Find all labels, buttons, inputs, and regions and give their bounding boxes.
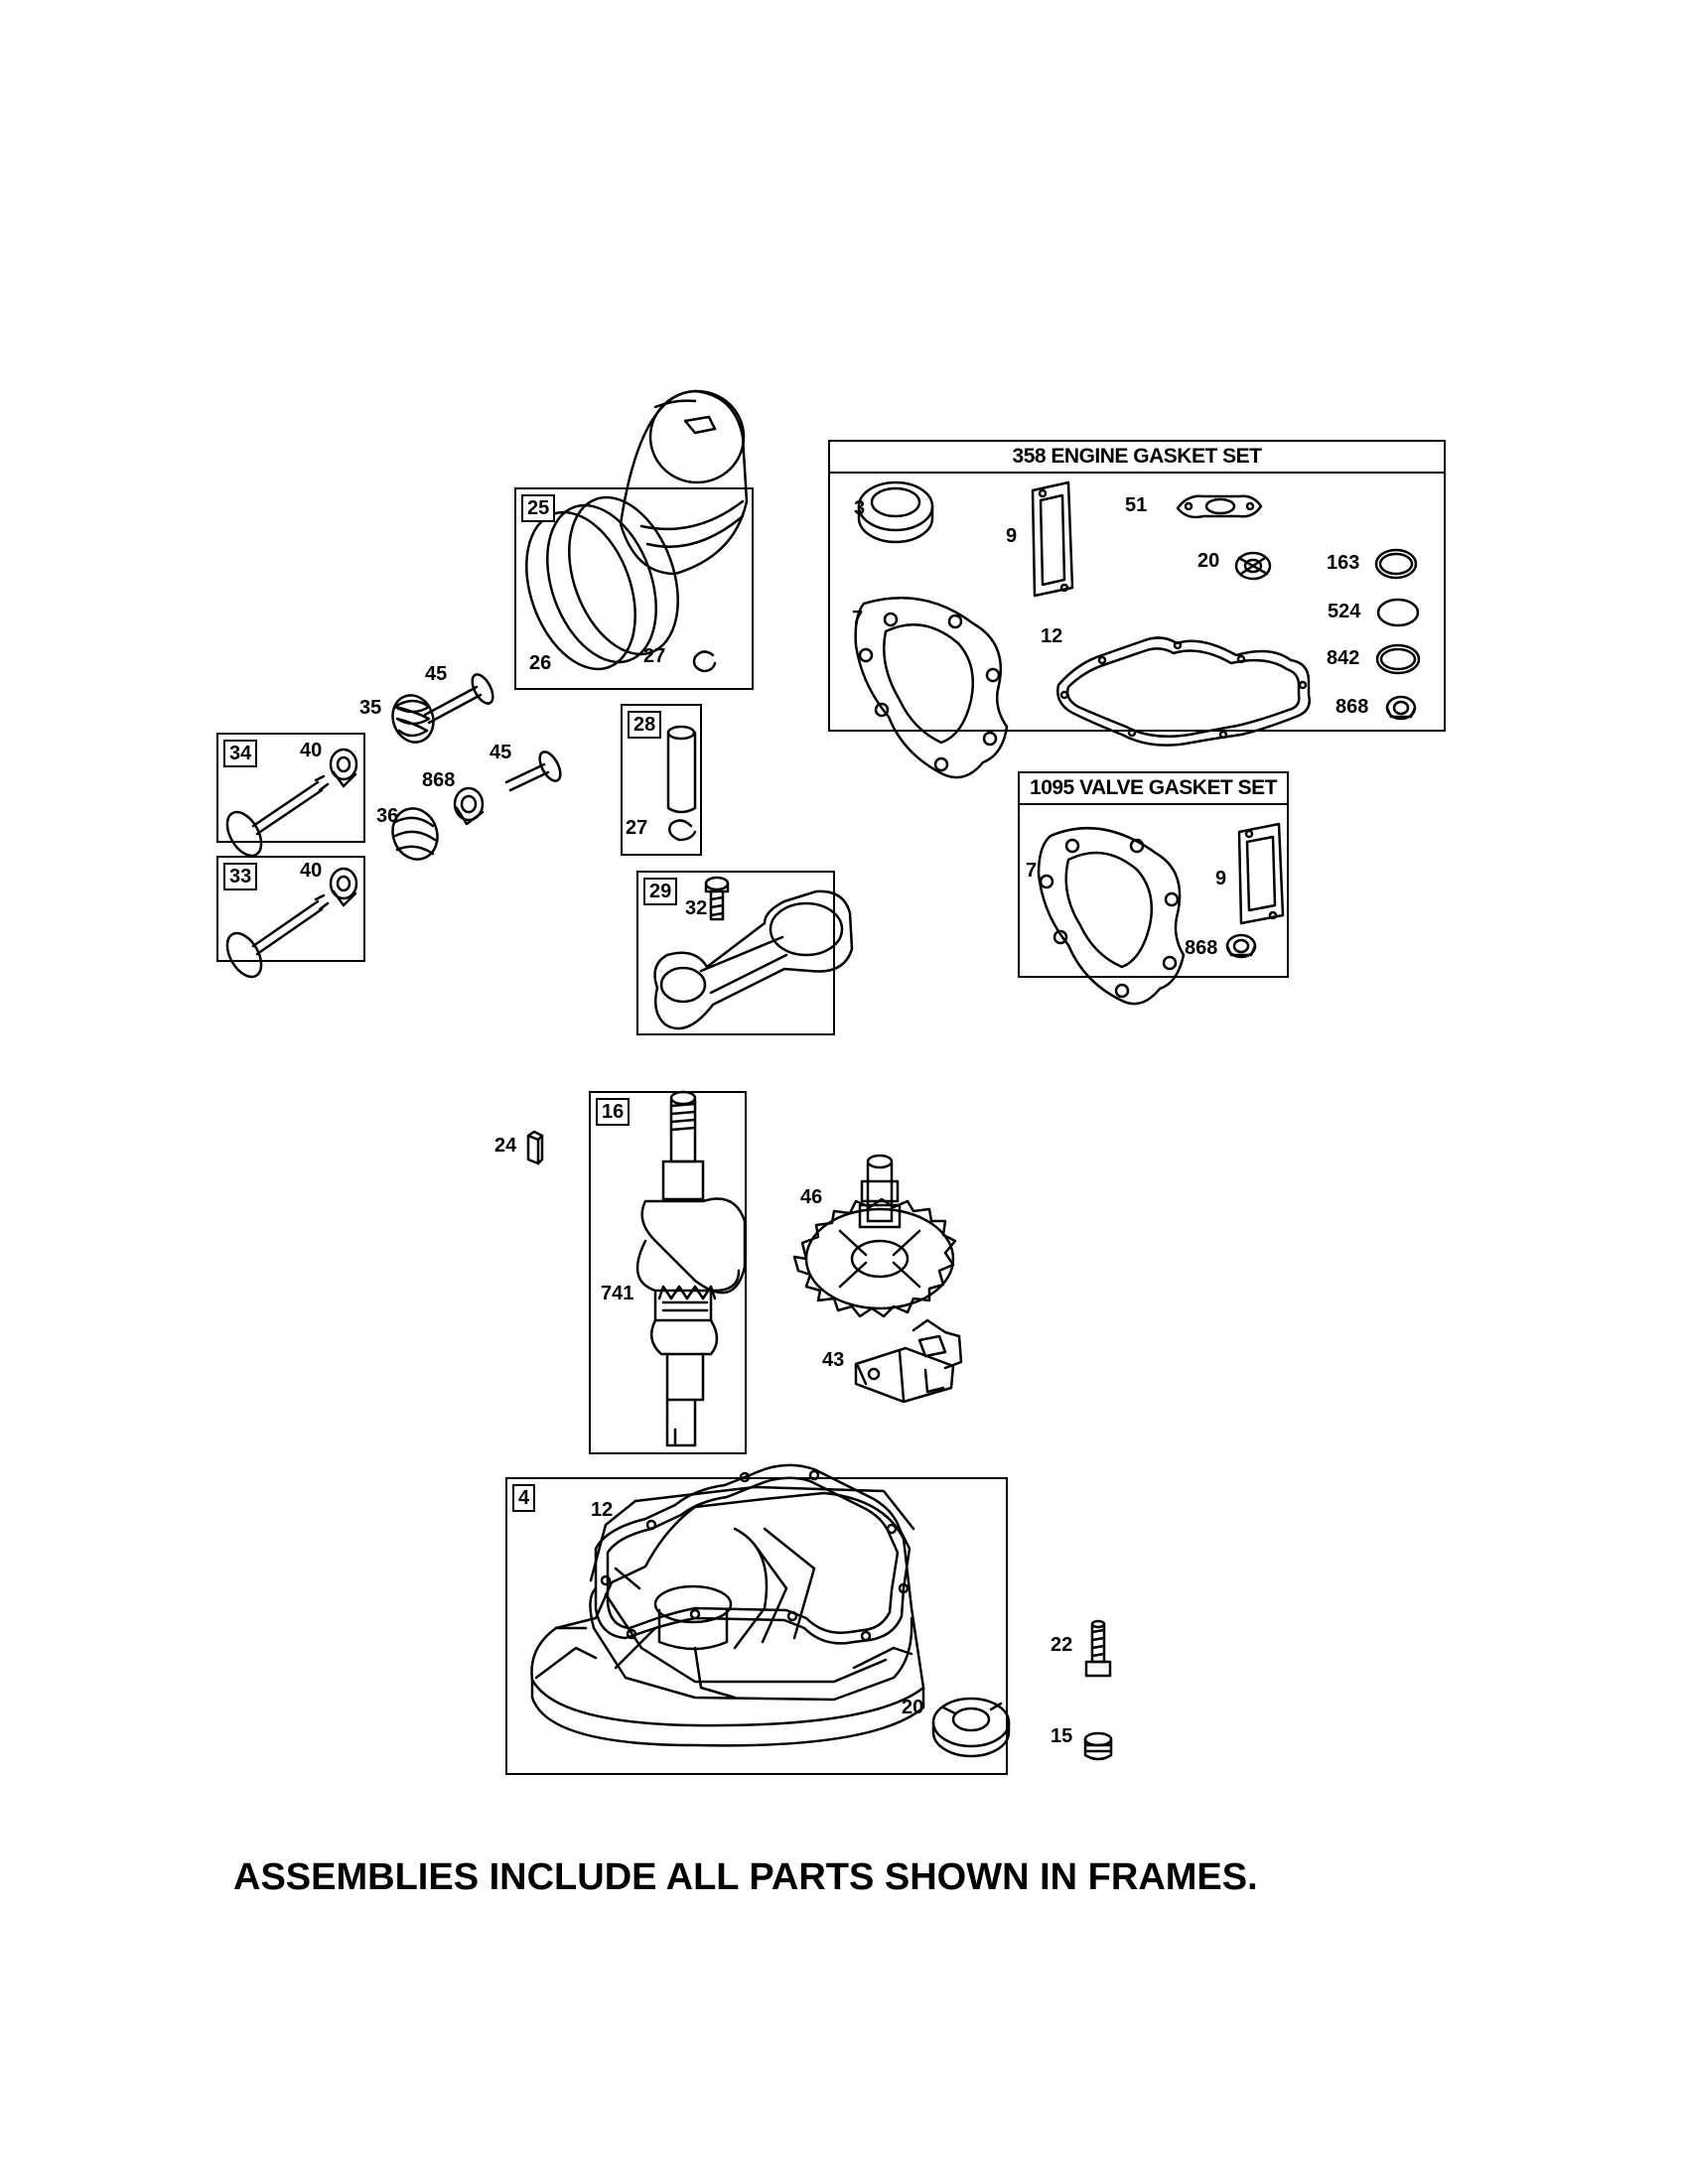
rod-bolt-32: [704, 876, 730, 921]
callout-20: 20: [1197, 550, 1220, 572]
bolt-22: [1084, 1619, 1112, 1678]
callout-842: 842: [1327, 647, 1360, 669]
callout-27: 27: [643, 645, 666, 667]
intake-valve: [225, 893, 330, 979]
gasket-51: [1176, 494, 1263, 519]
callout-43: 43: [822, 1349, 845, 1371]
camshaft-46: [792, 1154, 957, 1318]
valve-stem-45-lower: [504, 751, 562, 792]
oil-seal-3: [857, 480, 934, 544]
callout-3: 3: [854, 497, 866, 519]
callout-26: 26: [529, 652, 552, 674]
key-24: [526, 1130, 544, 1165]
callout-163: 163: [1327, 552, 1360, 574]
valve-head-gasket-7: [1037, 826, 1186, 1006]
keeper-40-intake: [329, 867, 358, 907]
piston-pin: [666, 725, 697, 814]
callout-12: 12: [1041, 625, 1063, 647]
piston-pin-frame: 28: [621, 704, 702, 856]
callout-35: 35: [359, 697, 382, 719]
callout-524: 524: [1328, 601, 1361, 622]
keeper-40-exhaust: [329, 748, 358, 788]
piston-pin-number: 28: [628, 711, 662, 739]
valve-cover-gasket-9: [1237, 822, 1285, 925]
callout-15: 15: [1051, 1725, 1073, 1747]
plug-868-eg: [1385, 695, 1417, 721]
gasket-9: [1031, 480, 1074, 598]
exhaust-valve-number: 34: [223, 740, 258, 767]
sump-number: 4: [512, 1484, 536, 1512]
piston: [619, 389, 749, 576]
o-rings: [1374, 548, 1421, 675]
callout-868: 868: [1335, 696, 1369, 718]
crankshaft-frame: 16: [589, 1091, 747, 1454]
callout-9: 9: [1215, 868, 1227, 889]
valve-stem-45-top: [423, 673, 494, 725]
callout-7: 7: [1026, 860, 1038, 882]
sump-frame: 4: [505, 1477, 1008, 1775]
engine-gasket-set-frame: 358 ENGINE GASKET SET: [828, 440, 1446, 732]
callout-45: 45: [490, 742, 512, 763]
callout-741: 741: [601, 1283, 634, 1304]
callout-7: 7: [852, 608, 864, 629]
callout-12: 12: [591, 1499, 614, 1521]
callout-46: 46: [800, 1186, 823, 1208]
intake-valve-frame: 33: [216, 856, 365, 962]
crankshaft-number: 16: [596, 1098, 631, 1126]
exhaust-valve-frame: 34: [216, 733, 365, 843]
retainer-27-pin: [668, 819, 697, 842]
callout-32: 32: [685, 897, 708, 919]
sump-gasket-12: [594, 1463, 912, 1645]
piston-assembly-frame: 25: [514, 487, 754, 690]
callout-27: 27: [626, 817, 648, 839]
callout-9: 9: [1006, 525, 1018, 547]
callout-36: 36: [376, 805, 399, 827]
intake-valve-number: 33: [223, 863, 258, 890]
valve-gasket-set-title: 1095 VALVE GASKET SET: [1020, 773, 1287, 805]
callout-868: 868: [1185, 937, 1218, 959]
callout-868: 868: [422, 769, 456, 791]
valve-seal-868: [453, 786, 485, 826]
con-rod: [653, 889, 854, 1030]
piston-assembly-number: 25: [521, 494, 556, 522]
callout-45: 45: [425, 663, 448, 685]
valve-gasket-set-frame: 1095 VALVE GASKET SET: [1018, 771, 1289, 978]
valve-spring-35: [391, 694, 435, 744]
valve-spring-36: [391, 807, 439, 861]
connecting-rod-frame: 29: [636, 871, 835, 1035]
callout-24: 24: [494, 1135, 517, 1157]
callout-40: 40: [300, 740, 323, 761]
engine-gasket-set-title: 358 ENGINE GASKET SET: [830, 442, 1444, 474]
callout-20: 20: [902, 1697, 924, 1718]
retainer-27-piston: [692, 650, 717, 673]
connecting-rod-number: 29: [643, 878, 678, 905]
callout-22: 22: [1051, 1634, 1073, 1656]
seal-20-top: [1234, 551, 1272, 581]
plug-868-vg: [1225, 933, 1257, 959]
assemblies-footnote: ASSEMBLIES INCLUDE ALL PARTS SHOWN IN FR…: [233, 1856, 1258, 1898]
crankshaft-body: [635, 1090, 747, 1447]
governor-43: [854, 1318, 963, 1404]
plug-15: [1083, 1731, 1113, 1761]
callout-51: 51: [1125, 494, 1148, 516]
cylinder-head-gasket-7: [854, 597, 1009, 779]
callout-40: 40: [300, 860, 323, 882]
exhaust-valve: [225, 774, 330, 858]
